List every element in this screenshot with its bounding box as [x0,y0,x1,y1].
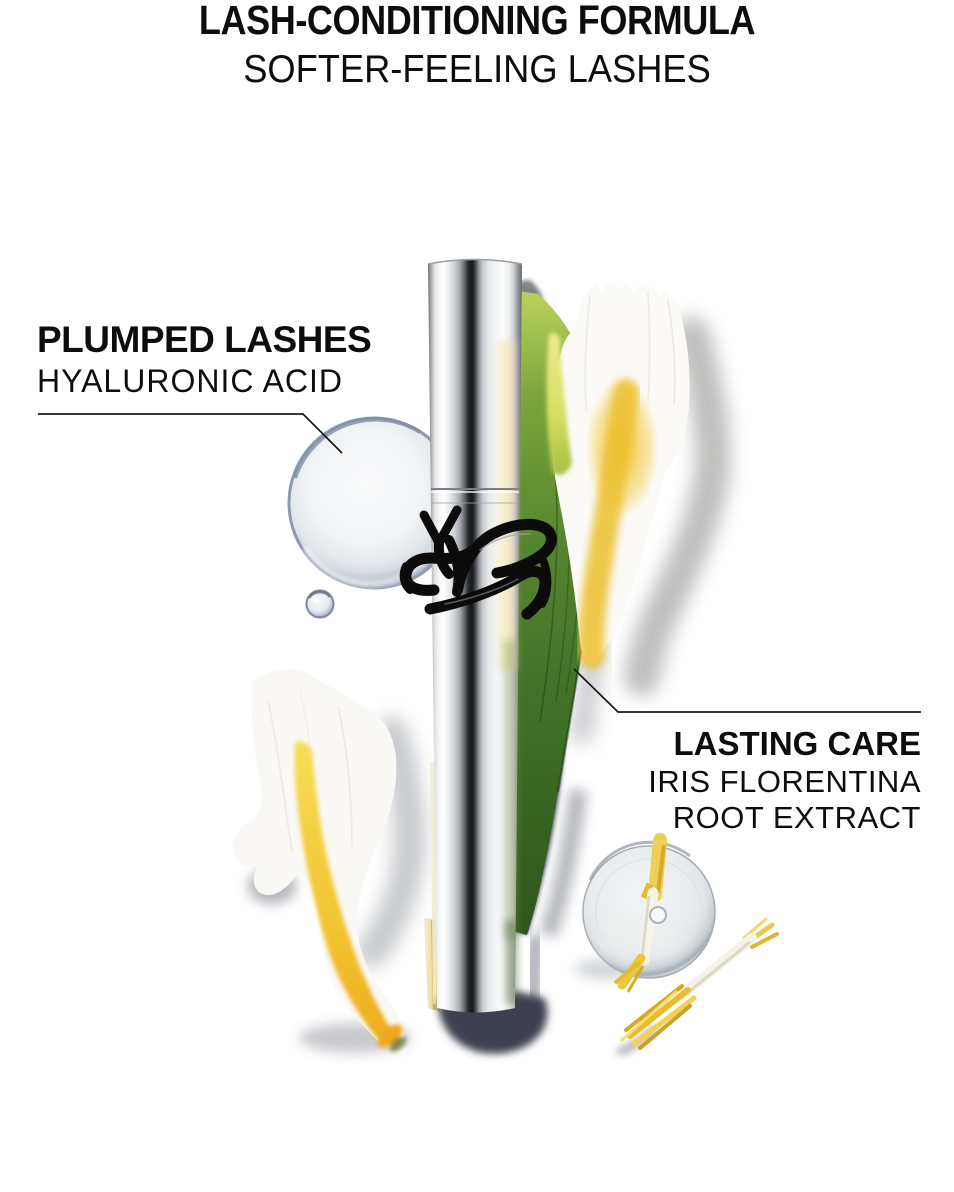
callout-left: PLUMPED LASHES HYALURONIC ACID [37,319,372,399]
headline-title: LASH-CONDITIONING FORMULA [198,0,756,43]
ysl-monogram-icon [399,505,557,620]
iris-root-in-disc [613,833,667,993]
iris-flower [546,282,690,669]
callout-right-ingredient-line1: IRIS FLORENTINA [648,764,921,799]
headline-subtitle: SOFTER-FEELING LASHES [243,48,711,91]
hyaluronic-droplet-small [305,589,335,619]
callout-right-title: LASTING CARE [673,725,922,762]
callout-left-ingredient: HYALURONIC ACID [37,363,344,399]
iris-root-loose [617,917,779,1056]
callout-line-right [573,668,921,713]
mascara-tube [427,258,523,1013]
iris-petal [232,669,407,1052]
callout-right-ingredient: IRIS FLORENTINA ROOT EXTRACT [648,764,921,836]
callout-right: LASTING CARE IRIS FLORENTINA ROOT EXTRAC… [648,727,921,836]
header: LASH-CONDITIONING FORMULA SOFTER-FEELING… [0,0,954,89]
callout-left-title: PLUMPED LASHES [37,319,372,360]
callout-line-left [38,413,343,454]
hyaluronic-droplet-large [287,416,461,590]
callout-right-ingredient-line2: ROOT EXTRACT [672,800,921,835]
